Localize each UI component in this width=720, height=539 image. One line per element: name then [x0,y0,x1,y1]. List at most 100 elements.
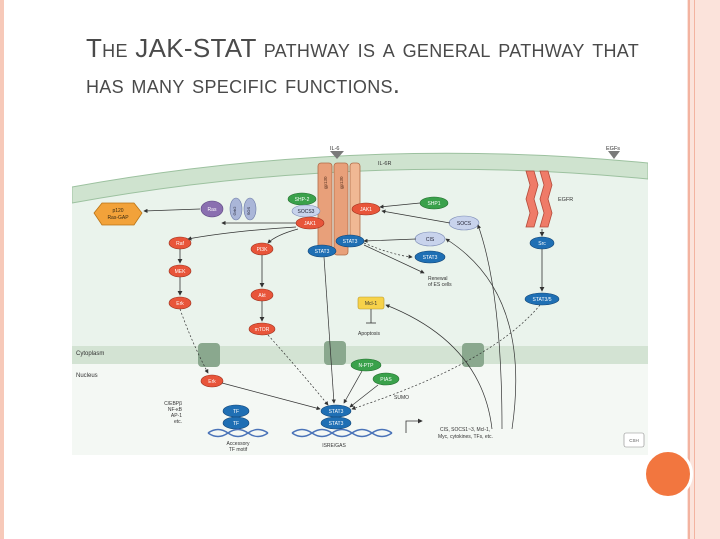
transcription-arrow [405,418,423,433]
slide-title: The JAK-STAT pathway is a general pathwa… [86,33,640,99]
stat3-receptor-node-2 [307,244,337,258]
mcl1-label: Mcl-1 [365,301,377,307]
tf-list-item: NF-κB [168,407,183,413]
jak-stat-pathway-diagram: Cytoplasm Nucleus IL-6 IL-6R gp130 gp130… [72,143,648,455]
ras-to-rasgap-arrow [143,208,201,213]
targets-to-cis-arrow [445,238,517,430]
isre-gas-label: ISRE/GAS [322,443,346,449]
nptp-node [350,358,382,372]
stat3-right-label: STAT3 [423,255,438,261]
p120-label: p120 [112,208,123,214]
egfr-receptor-right [539,170,553,228]
pias-label: PIAS [380,377,392,383]
targets-to-socs-arrow [477,224,503,430]
erk-to-stat3-arrow [221,382,321,411]
nptp-label: N-PTP [359,363,375,369]
right-decorative-panel [687,0,720,539]
shp2-label: SHP-2 [295,197,310,203]
rasgap-label: Ras-GAP [107,215,129,221]
cell-membrane [72,152,648,204]
gp130-right-label: gp130 [339,176,344,189]
target-genes-label: CIS, SOCS1~3, Mcl-1, [440,427,490,433]
es-cells-label: of ES cells [428,282,452,288]
dna-helix-center-strand [291,428,393,438]
stat3-to-nucleus-arrow [323,256,336,404]
stat3-dimer-node-2 [320,416,352,430]
erk-nuclear-label: Erk [208,379,216,385]
cis-label: CIS [426,237,435,243]
jak-to-pi3k-arrow [267,228,299,244]
left-border-rule [0,0,4,539]
csh-logo [623,432,645,448]
sumo-label: SUMO [394,395,409,401]
dna-helix-left-strand [207,428,269,438]
csh-logo-label: CSH [629,438,639,443]
target-genes-label-2: Myc, cytokines, TFs, etc. [438,434,493,440]
socs3-label: SOCS3 [298,209,315,215]
il6r-receptor [349,162,361,244]
renewal-label: Renewal [428,276,447,282]
shp1-label: SHP1 [427,201,440,207]
stat3-5-label: STAT3/5 [533,297,552,303]
stat3-to-stat3-dashed-arrow [363,242,413,259]
nucleus-label: Nucleus [76,373,98,379]
nuclear-pore [198,343,220,367]
apoptosis-label: Apoptosis [358,331,380,337]
cis-to-stat3-arrow [363,238,417,243]
tf-label-1: TF [233,409,239,415]
sos-label: SOS [246,206,251,215]
tf-list-item: etc. [174,419,182,425]
nuclear-pore [324,341,346,365]
gp130-left-label: gp130 [323,176,328,189]
accessory-label: Accessory [226,441,250,447]
grb2-node [229,197,243,221]
right-border-line-thin [694,0,695,539]
egfr-label: EGFR [558,197,573,203]
stat3-to-renewal-arrow [363,244,425,274]
nptp-to-stat3-arrow [343,370,363,404]
shp1-to-jak-arrow [379,202,421,209]
dna-helix-left [207,428,269,438]
il6-ligand [330,151,344,159]
pi3k-label: PI3K [257,247,269,253]
dna-helix-center [291,428,393,438]
raf-label: Raf [176,241,184,247]
targets-to-mcl1-arrow [385,304,493,430]
jak1-right-label: JAK1 [360,207,372,213]
socs-to-jak-arrow [381,209,451,224]
jak-to-raf-arrow [187,226,297,241]
ras-label: Ras [208,207,217,213]
egfs-label: EGFs [606,146,620,152]
pias-to-stat3-arrow [349,384,379,408]
mtor-node [248,322,276,336]
pathway-arrows [143,202,541,430]
cytoplasm-label: Cytoplasm [76,351,104,357]
tf-list-item: AP-1 [171,413,182,419]
stat3-dimer-label-2: STAT3 [329,421,344,427]
tf-motif-label: TF motif [229,447,248,453]
stat3-dimer-label-1: STAT3 [329,409,344,415]
tf-label-2: TF [233,421,239,427]
il6r-label: IL-6R [378,161,391,167]
stat3-right-node [414,250,446,264]
jak1-right-node [351,202,381,216]
nuclear-pore [462,343,484,367]
tf-list-item: C/EBPβ [164,401,182,407]
stat3-5-node [524,292,560,306]
decorative-orange-circle [643,449,693,499]
egfr-receptor-left [525,170,539,228]
gp130-receptor-right [333,162,349,256]
src-label: Src [538,241,546,247]
socs-label: SOCS [457,221,472,227]
jak1-left-label: JAK1 [304,221,316,227]
mek-label: MEK [175,269,187,275]
stat3-receptor-label-1: STAT3 [343,239,358,245]
mtor-label: mTOR [255,327,270,333]
grb2-label: Grb2 [232,206,237,216]
egf-ligand [608,151,620,159]
mtor-to-stat3-dashed-arrow [267,334,329,406]
pias-node [372,372,400,386]
il6-label: IL-6 [330,146,339,152]
sos-node [243,197,257,221]
akt-label: Akt [258,293,266,299]
